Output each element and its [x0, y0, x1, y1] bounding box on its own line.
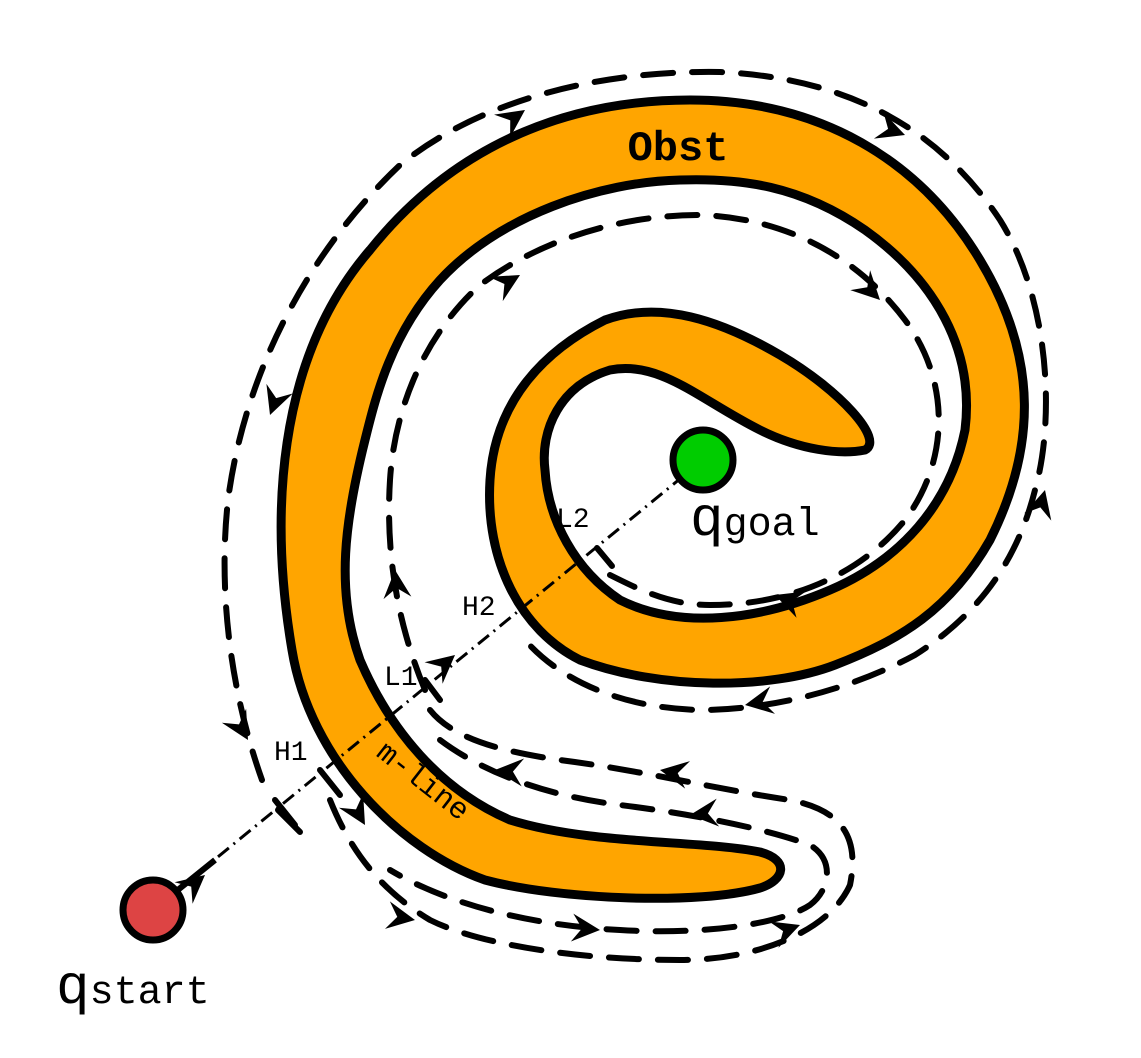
- l2-marker: [594, 545, 615, 569]
- start-label-sub: start: [90, 971, 210, 1016]
- h2-label: H2: [462, 593, 496, 624]
- direction-arrow-icon: [424, 655, 455, 684]
- goal-label: qgoal: [690, 488, 820, 552]
- direction-arrow-icon: [383, 570, 412, 600]
- direction-arrow-icon: [768, 921, 800, 948]
- h1-cross: [275, 807, 303, 835]
- direction-arrow-icon: [384, 901, 415, 929]
- goal-label-q: q: [690, 488, 724, 552]
- direction-arrow-icon: [488, 275, 520, 302]
- direction-arrow-icon: [494, 110, 525, 138]
- direction-arrow-icon: [495, 758, 525, 787]
- start-point: [119, 876, 187, 944]
- direction-arrow-icon: [873, 112, 905, 139]
- m-line: [152, 458, 704, 912]
- direction-arrow-icon: [266, 383, 293, 415]
- l1-label: L1: [384, 663, 418, 694]
- direction-arrow-icon: [745, 686, 776, 714]
- direction-arrow-icon: [690, 798, 720, 827]
- goal-point: [669, 426, 737, 494]
- direction-arrow-icon: [660, 761, 691, 789]
- l2-label: L2: [556, 505, 590, 536]
- lower-return-path: [327, 707, 856, 964]
- direction-arrow-icon: [850, 270, 880, 300]
- direction-arrow-icon: [221, 708, 248, 740]
- obstacle-label: Obst: [628, 125, 729, 173]
- goal-label-sub: goal: [724, 503, 820, 548]
- start-label-q: q: [56, 956, 90, 1020]
- direction-arrow-icon: [775, 591, 807, 618]
- h1-label: H1: [274, 738, 308, 769]
- direction-arrow-icon: [570, 913, 600, 942]
- start-label: qstart: [56, 956, 210, 1020]
- boundary-following-path: [221, 68, 1049, 783]
- direction-arrow-icon: [338, 793, 365, 825]
- direction-arrow-icon: [1024, 490, 1052, 521]
- inner-boundary-path: [386, 211, 942, 693]
- l1-marker: [422, 677, 443, 703]
- direction-arrow-icon: [174, 875, 205, 904]
- lower-inner-path: [387, 737, 830, 935]
- obstacle-shape: [276, 95, 1029, 903]
